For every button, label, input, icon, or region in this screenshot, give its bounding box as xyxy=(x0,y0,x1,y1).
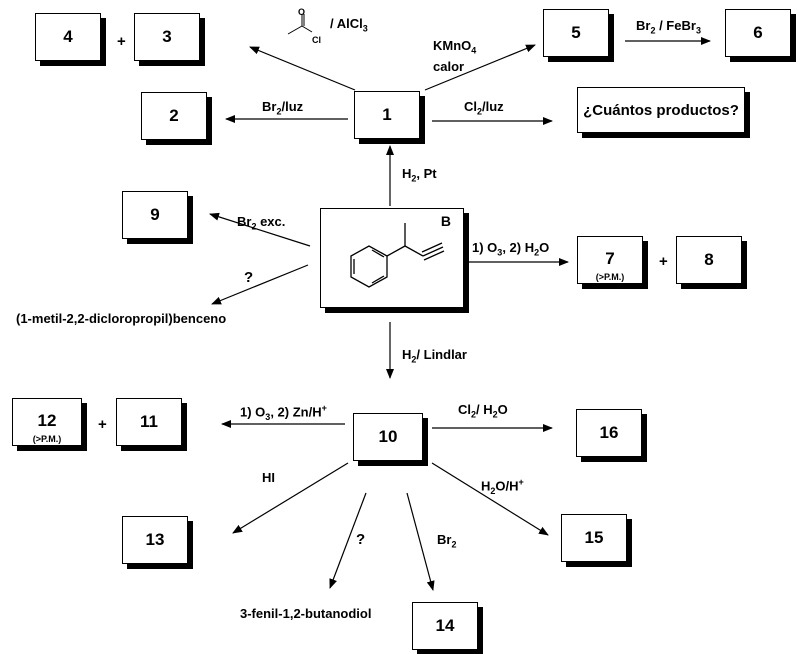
arrow-10-to-13 xyxy=(232,462,349,534)
compound-2-label: 2 xyxy=(169,106,179,125)
compound-12-subnote: (>P.M.) xyxy=(32,434,62,444)
acyl-oxygen: O xyxy=(298,7,306,17)
compound-5-label: 5 xyxy=(571,23,581,42)
reagent-h2o-h: H2O/H+ xyxy=(481,477,524,496)
compound-B-structure: B xyxy=(320,208,464,308)
compound-1-label: 1 xyxy=(382,105,392,124)
compound-3-label: 3 xyxy=(162,27,172,46)
compound-10-label: 10 xyxy=(378,427,398,446)
compound-12-box: 12 (>P.M.) xyxy=(12,398,82,446)
compound-16-label: 16 xyxy=(599,423,619,442)
acyl-chloride-structure xyxy=(287,14,313,35)
compound-15-box: 15 xyxy=(561,514,627,562)
compound-14-box: 14 xyxy=(412,602,478,650)
compound-6-label: 6 xyxy=(753,23,763,42)
compound-12-label: 12 xyxy=(37,411,57,430)
question-text: ¿Cuántos productos? xyxy=(583,101,739,119)
compound-B-tag: B xyxy=(440,213,451,229)
plus-sign: + xyxy=(659,253,668,270)
compound-2-box: 2 xyxy=(141,92,207,140)
compound-15-label: 15 xyxy=(584,528,604,547)
reagent-ozonolysis-zn: 1) O3, 2) Zn/H+ xyxy=(240,403,327,422)
arrow-1-to-4-3 xyxy=(249,46,356,91)
plus-sign: + xyxy=(98,416,107,433)
compound-13-label: 13 xyxy=(145,530,165,549)
reagent-hi: HI xyxy=(262,470,275,485)
reagent-ozonolysis: 1) O3, 2) H2O xyxy=(472,240,550,258)
product-butanediol: 3-fenil-1,2-butanodiol xyxy=(240,606,372,621)
reagent-br2-luz: Br2/luz xyxy=(262,99,304,117)
arrow-1-to-5 xyxy=(424,44,536,91)
compound-14-label: 14 xyxy=(435,616,455,635)
plus-sign: + xyxy=(117,33,126,50)
arrow-B-to-dichloro xyxy=(211,264,309,305)
compound-9-label: 9 xyxy=(150,205,160,224)
compound-8-label: 8 xyxy=(704,250,714,269)
compound-16-box: 16 xyxy=(576,409,642,457)
compound-7-box: 7 (>P.M.) xyxy=(577,236,643,284)
benzene-ring-structure xyxy=(350,223,445,288)
compound-7-label: 7 xyxy=(605,249,615,268)
acyl-chlorine: Cl xyxy=(312,35,321,45)
arrow-B-to-9 xyxy=(209,212,311,247)
compound-10-box: 10 xyxy=(353,413,423,461)
compound-1-box: 1 xyxy=(354,91,420,139)
reagent-h2-pt: H2, Pt xyxy=(402,166,437,184)
unknown-reagent-B: ? xyxy=(244,269,254,286)
compound-11-label: 11 xyxy=(140,412,158,431)
compound-3-box: 3 xyxy=(134,13,200,61)
compound-9-box: 9 xyxy=(122,191,188,239)
compound-8-box: 8 xyxy=(676,236,742,284)
compound-4-label: 4 xyxy=(63,27,73,46)
question-box: ¿Cuántos productos? xyxy=(577,87,745,133)
reagent-kmno4: KMnO4 calor xyxy=(433,38,477,74)
arrow-10-to-diol xyxy=(329,492,367,589)
arrow-10-to-14 xyxy=(406,492,435,591)
arrow-10-to-15 xyxy=(431,462,549,536)
compound-7-subnote: (>P.M.) xyxy=(595,272,625,282)
compound-5-box: 5 xyxy=(543,9,609,57)
reagent-br2-exc: Br2 exc. xyxy=(237,214,286,232)
compound-6-box: 6 xyxy=(725,9,791,57)
product-dichloropropylbenzene: (1-metil-2,2-dicloropropil)benceno xyxy=(16,311,227,326)
reagent-h2-lindlar: H2/ Lindlar xyxy=(402,347,467,365)
reagent-br2: Br2 xyxy=(437,532,457,550)
reagent-br2-febr3: Br2 / FeBr3 xyxy=(636,18,701,36)
compound-11-box: 11 xyxy=(116,398,182,446)
unknown-reagent-10: ? xyxy=(356,531,366,548)
alcl3-text: / AlCl3 xyxy=(330,16,368,34)
compound-13-box: 13 xyxy=(122,516,188,564)
reagent-cl2-h2o: Cl2/ H2O xyxy=(458,402,508,420)
compound-4-box: 4 xyxy=(35,13,101,61)
reagent-cl2-luz: Cl2/luz xyxy=(464,99,504,117)
